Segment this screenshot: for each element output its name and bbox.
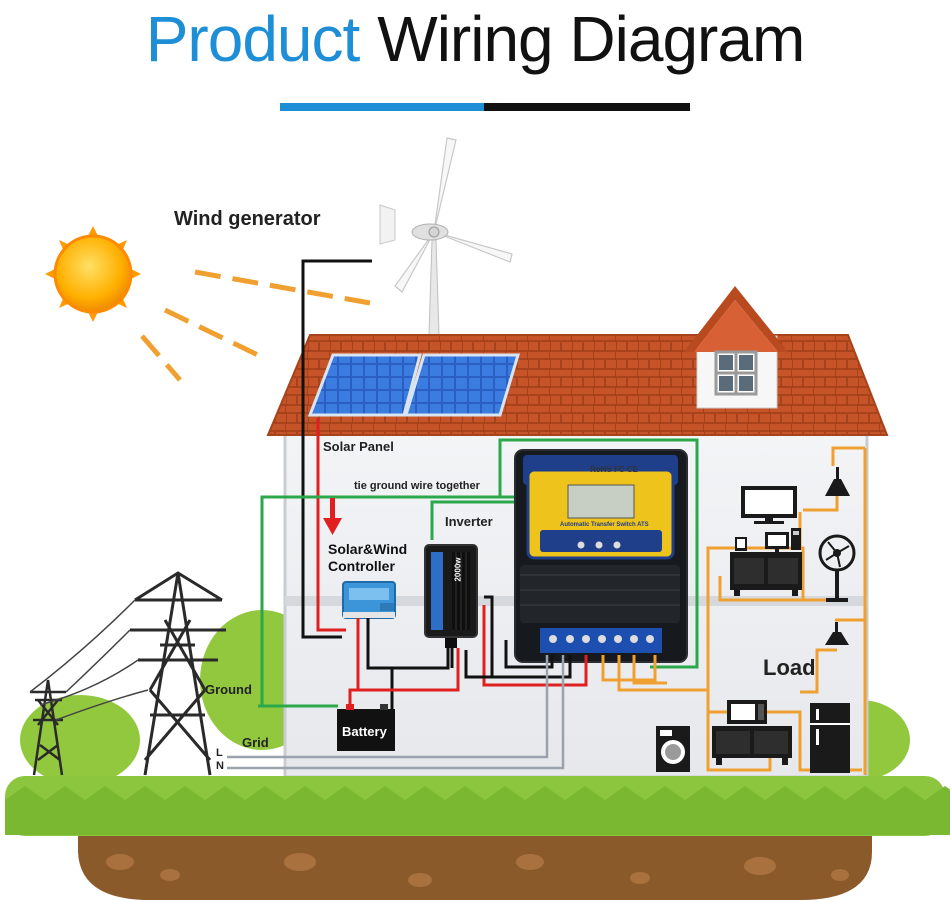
ground-grass <box>5 776 950 900</box>
label-load: Load <box>763 655 816 680</box>
label-tie-ground: tie ground wire together <box>354 480 480 492</box>
sun-rays <box>140 269 371 382</box>
ats-icon <box>514 449 688 663</box>
tv-icon <box>741 486 797 524</box>
label-grid-l: L <box>216 747 223 759</box>
pylon-icon-small <box>30 679 66 776</box>
label-controller-line2: Controller <box>328 558 395 574</box>
lamp-icon <box>825 467 850 496</box>
solar-panel-icon <box>307 353 521 417</box>
dormer-window <box>684 286 788 409</box>
computer-icon <box>730 528 802 596</box>
wire-wind-black <box>301 259 372 639</box>
label-solar-panel: Solar Panel <box>323 439 394 454</box>
title-underline-black <box>484 103 690 111</box>
label-ground: Ground <box>205 682 252 697</box>
title-product: Product <box>145 3 361 75</box>
down-arrow-icon <box>323 498 342 535</box>
title-underline-blue <box>280 103 484 111</box>
fan-icon <box>818 534 856 602</box>
label-controller: Solar&Wind Controller <box>328 541 407 575</box>
label-battery: Battery <box>342 724 387 739</box>
washer-icon <box>656 726 690 772</box>
inverter-rating: 2000w <box>453 557 463 582</box>
label-grid-n: N <box>216 760 224 772</box>
wires-inverter-ats <box>464 595 588 687</box>
pylon-icon <box>130 571 226 776</box>
label-wind-generator: Wind generator <box>174 208 321 230</box>
label-controller-line1: Solar&Wind <box>328 541 408 557</box>
label-inverter: Inverter <box>445 514 493 529</box>
fridge-icon <box>810 703 850 773</box>
wires-grid-gray <box>227 655 565 770</box>
label-grid: Grid <box>242 735 269 750</box>
wires-battery <box>348 618 460 710</box>
power-lines <box>29 599 149 721</box>
wire-ground-green <box>258 438 699 708</box>
wind-turbine-icon <box>379 137 513 336</box>
lamp-icon-2 <box>825 622 849 645</box>
microwave-icon <box>712 700 792 765</box>
controller-icon <box>342 581 396 619</box>
ats-cert-text: RoHS FC CE <box>590 465 638 474</box>
sun-icon <box>45 226 141 322</box>
inverter-icon <box>424 544 478 648</box>
battery-icon <box>337 704 395 751</box>
wire-solar-red <box>316 418 346 632</box>
ats-name-text: Automatic Transfer Switch ATS <box>560 522 649 528</box>
title-wiring-diagram: Wiring Diagram <box>377 3 805 75</box>
